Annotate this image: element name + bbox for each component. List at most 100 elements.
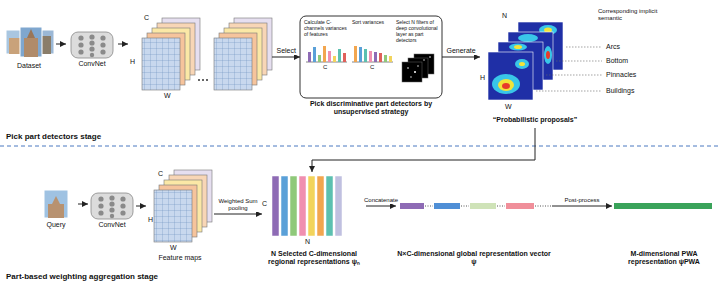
- axis-letter: H: [148, 216, 156, 224]
- edge-label: Weighted Sum pooling: [215, 198, 261, 212]
- vector-dots: [425, 206, 433, 207]
- convnet-node: ConvNet: [88, 190, 136, 232]
- neuron: [100, 42, 105, 47]
- leader-line: [566, 47, 602, 48]
- dot: [429, 56, 431, 58]
- convnet-shape: [91, 193, 133, 219]
- photo: [20, 27, 42, 57]
- variance-bar: [313, 47, 316, 62]
- box-text: Pick discriminative part detectors by un…: [302, 100, 440, 117]
- leader-line: [546, 75, 602, 76]
- variance-bar: [308, 52, 311, 62]
- dot: [198, 79, 200, 81]
- vector-dots: [535, 206, 551, 207]
- spire: [27, 29, 35, 38]
- regional-bars: [272, 176, 342, 236]
- heat-blob: [502, 83, 510, 89]
- axis-letter: “Probabilistic proposals”: [480, 116, 590, 124]
- filter-map: [402, 62, 422, 82]
- region-bar: [308, 176, 315, 236]
- proposal-node: NHW“Probabilistic proposals”: [480, 4, 590, 128]
- semantic-heading: Corresponding implicit semantic: [598, 8, 682, 22]
- vector-dots: [461, 206, 469, 207]
- neuron: [120, 196, 125, 201]
- caption: Dataset: [2, 62, 56, 70]
- neuron: [78, 35, 83, 40]
- variance-bar: [323, 46, 326, 62]
- neurons: [98, 195, 125, 218]
- neuron: [78, 42, 83, 47]
- feature-map-node: CHWFeature maps: [146, 156, 214, 266]
- leader-line: [536, 91, 602, 92]
- neuron: [120, 210, 125, 215]
- dot: [206, 79, 208, 81]
- leader-lines: [536, 47, 602, 91]
- box-text: Calculate C-channels variances of featur…: [304, 19, 348, 37]
- heat-blob: [544, 46, 552, 64]
- building: [24, 38, 38, 57]
- building: [48, 196, 64, 218]
- convnet-shape: [71, 32, 113, 58]
- axis-letter: W: [164, 92, 174, 100]
- region-bar: [299, 176, 306, 236]
- axis-letter: C: [144, 14, 154, 22]
- sorted-bar: [374, 52, 377, 62]
- dot: [410, 76, 411, 77]
- feature-stack: [142, 18, 200, 90]
- axis-letter: W: [505, 103, 515, 111]
- heat-blob: [498, 79, 514, 91]
- axis-letter: N: [305, 238, 315, 246]
- pick-box-border: [300, 16, 442, 98]
- heat-blob: [509, 44, 527, 51]
- global-vector-node: N×C-dimensional global representation ve…: [396, 196, 552, 276]
- edge-label: Post-process: [564, 197, 601, 204]
- neuron: [100, 35, 105, 40]
- vector-segment: [400, 203, 424, 209]
- arrow-connector: [442, 57, 480, 58]
- edge-label: Select: [276, 47, 297, 55]
- semantic-label: Buildings: [606, 87, 676, 95]
- feature-layer: [142, 38, 180, 90]
- sorted-bar: [389, 56, 392, 62]
- axis-letter: W: [170, 244, 180, 252]
- global-vector: [400, 203, 551, 209]
- neuron: [98, 210, 103, 215]
- neuron: [89, 40, 94, 45]
- axis-letter: Feature maps: [146, 254, 214, 262]
- neuron: [89, 46, 94, 51]
- vector-dots: [497, 206, 505, 207]
- caption: M-dimensional PWA representation ψPWA: [612, 250, 716, 267]
- arrow-connector: [272, 57, 300, 58]
- sorted-bar: [354, 46, 357, 62]
- heat-blob: [519, 62, 525, 66]
- heat-blob: [492, 74, 520, 94]
- stage-separator: [0, 146, 720, 147]
- variance-bar: [318, 55, 321, 62]
- query-node: Query: [34, 188, 78, 232]
- heat-blob: [546, 51, 550, 59]
- axis-letter: C: [370, 64, 380, 71]
- edge-label: Concatenate: [363, 197, 399, 204]
- ellipsis-dots: [198, 79, 208, 81]
- dot: [414, 71, 416, 73]
- neuron: [109, 201, 114, 206]
- sorted-bar: [369, 51, 372, 62]
- box-text: Select N filters of deep convolutional l…: [396, 19, 440, 43]
- sorted-bar: [364, 49, 367, 62]
- vector-segment: [506, 203, 534, 209]
- sorted-bar: [359, 47, 362, 62]
- feature-layer: [154, 190, 192, 242]
- heat-blob: [515, 59, 529, 69]
- convnet-node: ConvNet: [66, 30, 118, 70]
- region-bar: [281, 176, 288, 236]
- variance-bar: [343, 53, 346, 62]
- vector-segment: [434, 203, 460, 209]
- region-bar: [290, 176, 297, 236]
- neuron: [100, 49, 105, 54]
- stage-title: Part-based weighting aggregation stage: [6, 272, 246, 282]
- regional-representation-node: CNN Selected C-dimensional regional repr…: [262, 172, 366, 282]
- query-photo: [44, 190, 68, 218]
- arrow-connector: [312, 128, 535, 172]
- neuron: [98, 203, 103, 208]
